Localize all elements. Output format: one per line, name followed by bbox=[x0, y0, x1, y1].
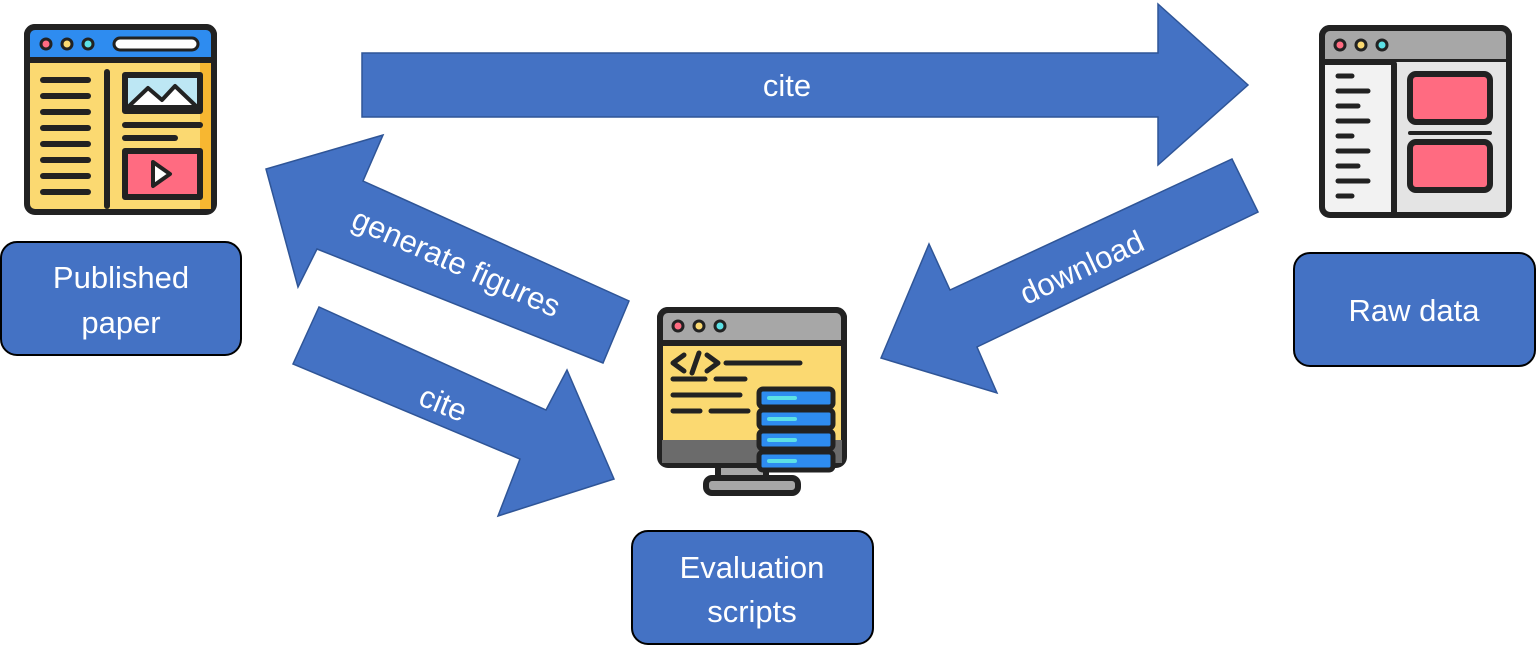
node-label-line1: Evaluation bbox=[680, 550, 825, 585]
node-label-line1: Published bbox=[53, 260, 189, 295]
data-window-icon bbox=[1319, 25, 1512, 218]
node-label-line2: scripts bbox=[707, 594, 797, 629]
node-published-paper: Published paper bbox=[0, 241, 242, 356]
code-monitor-server-icon bbox=[657, 307, 847, 496]
arrow-download: download bbox=[879, 158, 1260, 395]
arrow-label-cite-top: cite bbox=[763, 68, 811, 103]
node-label-line1: Raw data bbox=[1349, 293, 1481, 328]
node-label-line2: paper bbox=[81, 305, 160, 340]
arrow-cite-bottom: cite bbox=[291, 306, 616, 518]
node-evaluation-scripts: Evaluation scripts bbox=[631, 530, 874, 645]
node-raw-data: Raw data bbox=[1293, 252, 1536, 367]
webpage-layout-icon bbox=[24, 24, 217, 215]
arrow-cite-top: cite bbox=[361, 2, 1250, 167]
